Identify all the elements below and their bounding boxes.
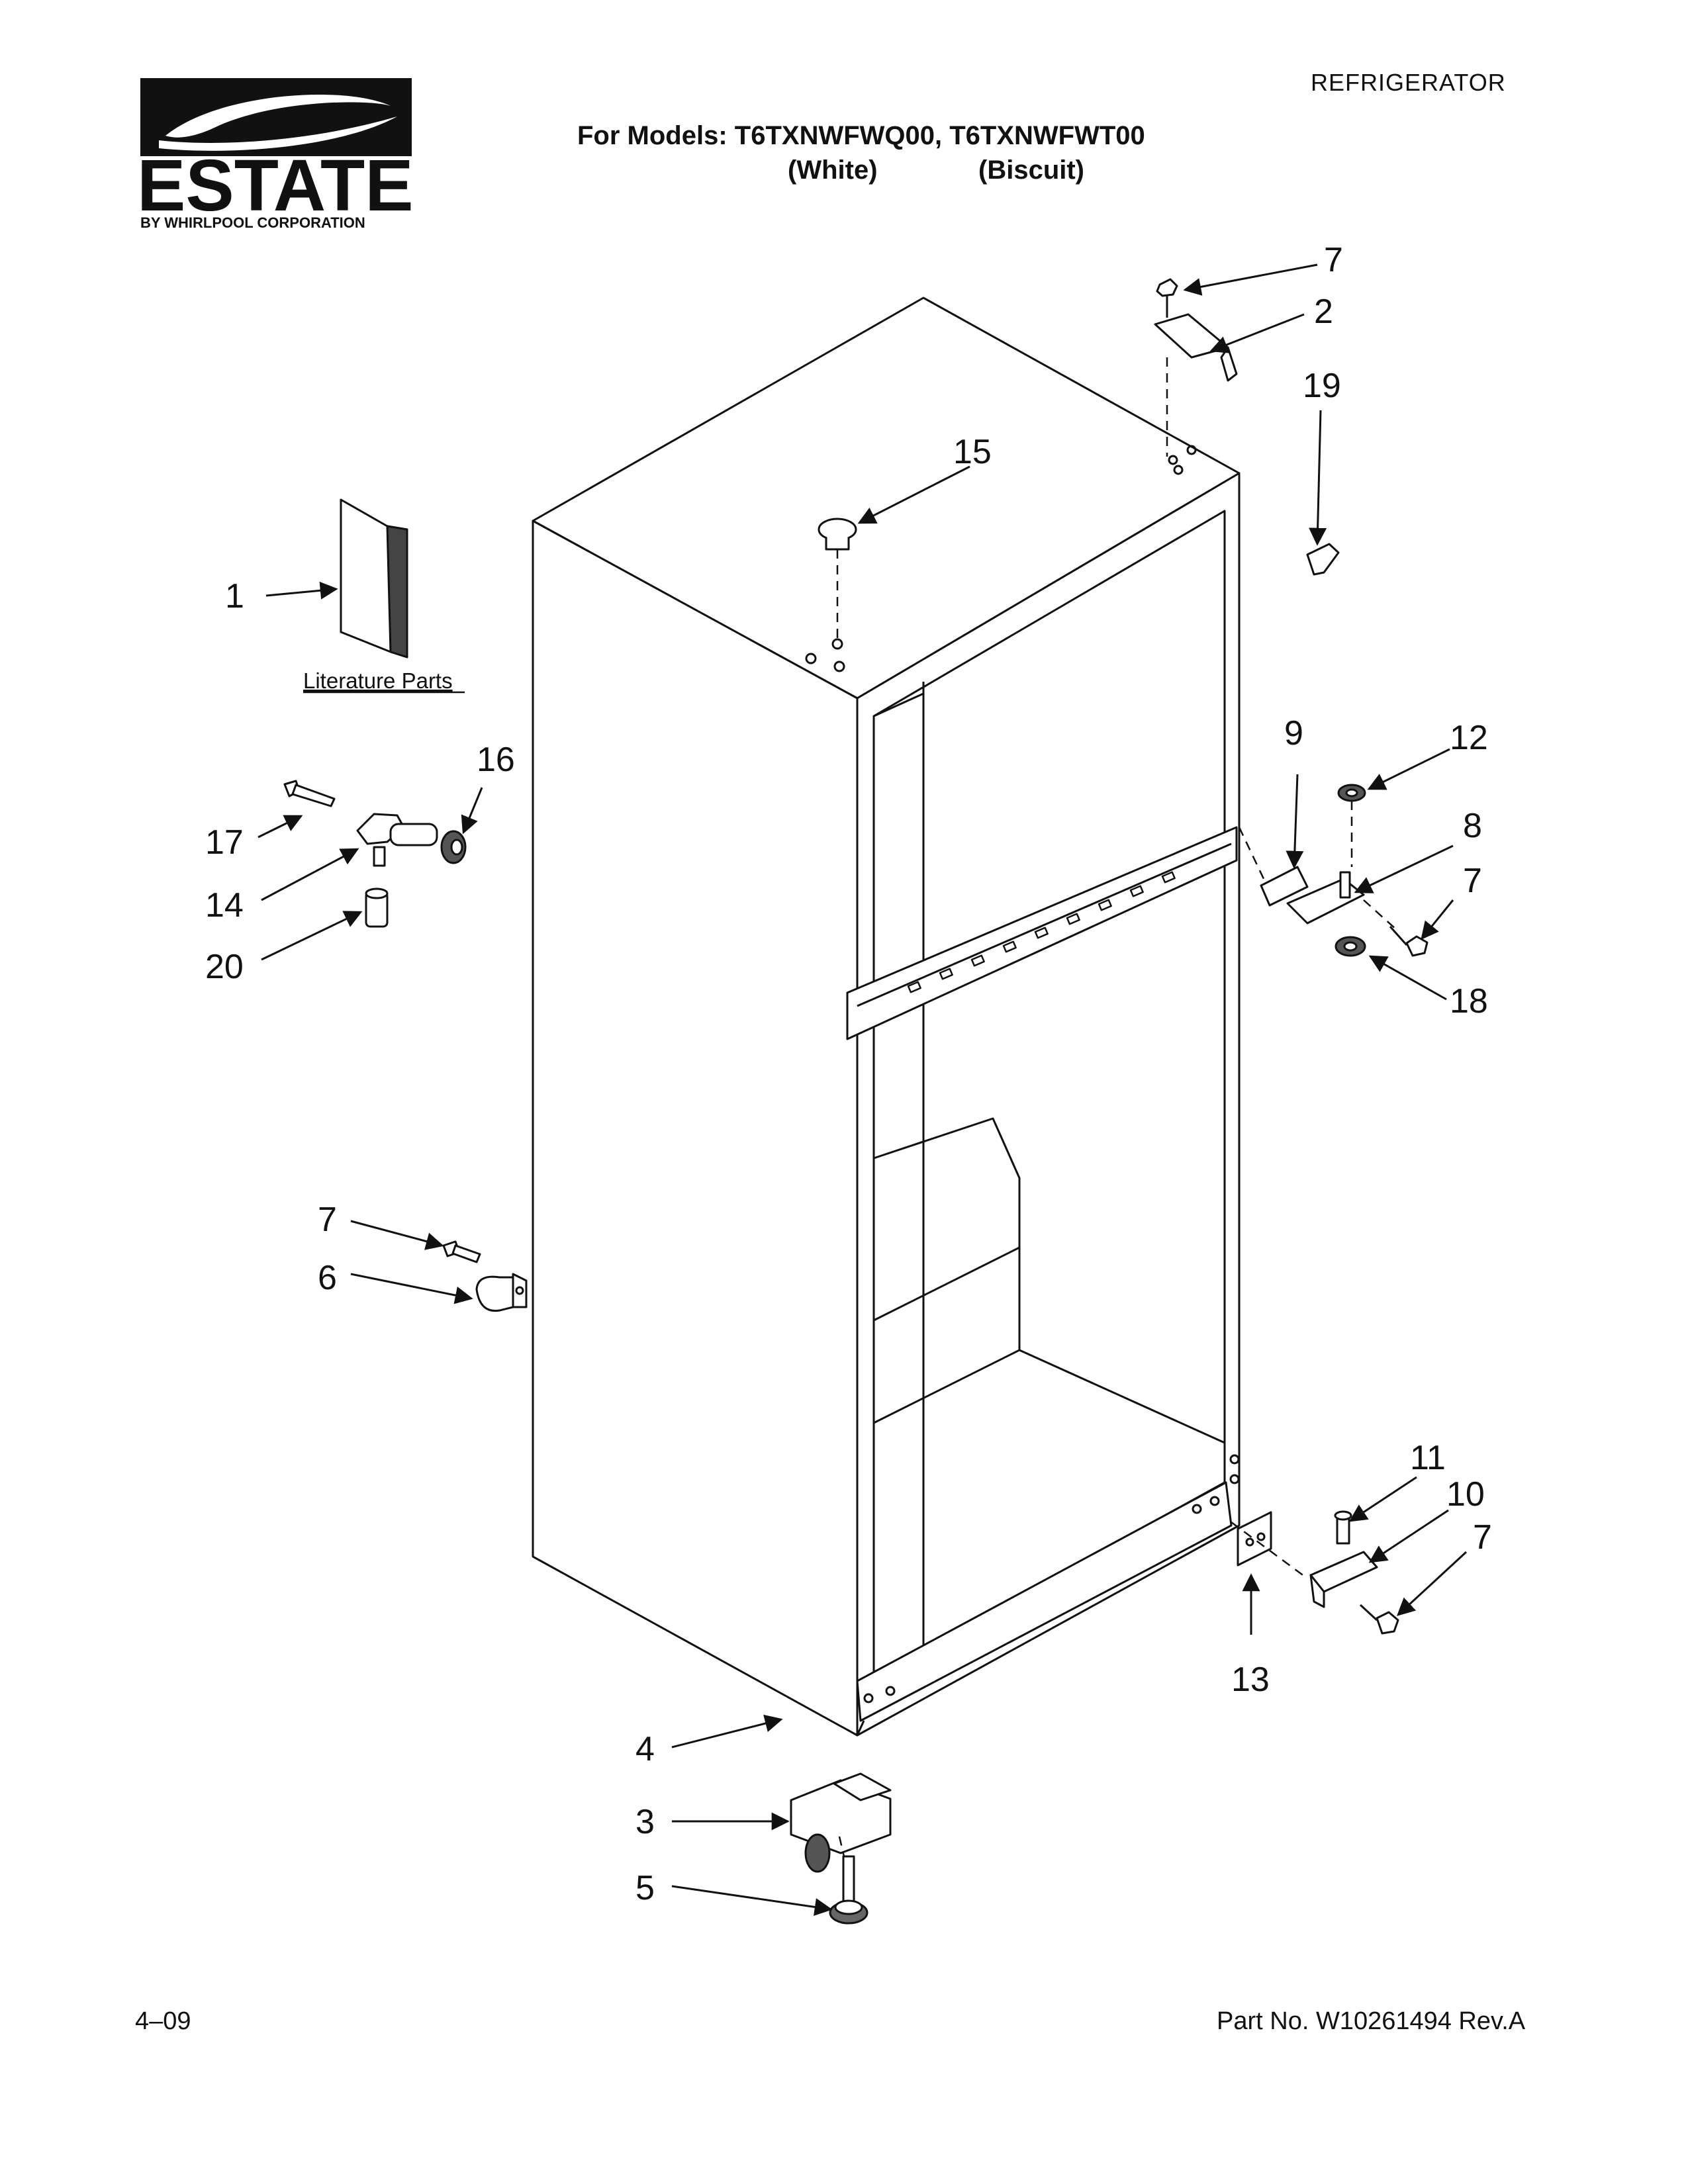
estate-logo: ESTATE BY WHIRLPOOL CORPORATION <box>137 78 414 231</box>
callout-14: 14 <box>205 886 244 925</box>
part-10-bottom-hinge <box>1309 1551 1378 1608</box>
part-7-screw-bottom <box>1359 1604 1399 1635</box>
callout-7-middle: 7 <box>1463 862 1482 900</box>
part-7-screw-left <box>442 1240 481 1263</box>
callout-10: 10 <box>1446 1475 1485 1514</box>
literature-parts-label: Literature Parts <box>303 668 453 693</box>
part-12-washer <box>1337 784 1366 802</box>
part-14-stop-bracket <box>356 813 438 867</box>
part-number: Part No. W10261494 Rev.A <box>1217 2007 1526 2035</box>
part-15-plug <box>818 518 857 551</box>
callout-11: 11 <box>1410 1439 1446 1477</box>
part-6-clip <box>475 1273 528 1312</box>
part-5-leveling-leg <box>829 1855 868 1925</box>
part-8-center-hinge <box>1286 871 1365 925</box>
callout-6: 6 <box>318 1259 337 1297</box>
part-7-screw-top <box>1156 278 1178 318</box>
callout-2: 2 <box>1314 293 1333 331</box>
part-13-shim <box>1237 1511 1272 1567</box>
callout-17: 17 <box>205 823 244 862</box>
part-3-roller <box>790 1772 892 1873</box>
part-18-washer <box>1335 936 1366 957</box>
callout-5: 5 <box>635 1869 655 1907</box>
part-literature <box>340 498 408 659</box>
callout-8: 8 <box>1463 807 1482 845</box>
callout-7-bottom: 7 <box>1473 1518 1492 1557</box>
revision-date: 4–09 <box>135 2007 191 2035</box>
logo-brand: ESTATE <box>137 145 414 226</box>
callout-12: 12 <box>1450 719 1488 757</box>
callout-1: 1 <box>225 577 244 615</box>
model-color-white: (White) <box>788 156 878 185</box>
part-11-hinge-pin <box>1334 1510 1352 1545</box>
part-2-top-hinge <box>1154 313 1238 382</box>
callout-3: 3 <box>635 1803 655 1841</box>
callout-9: 9 <box>1284 714 1303 752</box>
assembly-lines <box>836 357 1397 1857</box>
document-category: REFRIGERATOR <box>1311 69 1506 96</box>
leader-lines <box>258 263 1468 1916</box>
refrigerator-cabinet <box>532 296 1241 1737</box>
callout-15: 15 <box>953 433 992 471</box>
part-17-screw <box>283 780 336 807</box>
callout-4: 4 <box>635 1730 655 1768</box>
part-9-shim <box>1260 866 1309 907</box>
callout-18: 18 <box>1450 982 1488 1021</box>
callout-19: 19 <box>1303 367 1341 405</box>
part-20-spacer <box>365 887 389 928</box>
callout-20: 20 <box>205 948 244 986</box>
model-color-biscuit: (Biscuit) <box>978 156 1084 185</box>
part-7-screw-mid <box>1389 926 1429 957</box>
callout-7-left: 7 <box>318 1201 337 1239</box>
callout-13: 13 <box>1231 1661 1270 1699</box>
part-16-washer <box>440 830 467 864</box>
callout-7-top: 7 <box>1324 241 1343 279</box>
part-19-hinge-cover <box>1306 543 1340 576</box>
models-line: For Models: T6TXNWFWQ00, T6TXNWFWT00 <box>577 121 1145 150</box>
logo-tagline: BY WHIRLPOOL CORPORATION <box>140 214 365 231</box>
callout-16: 16 <box>477 741 515 779</box>
